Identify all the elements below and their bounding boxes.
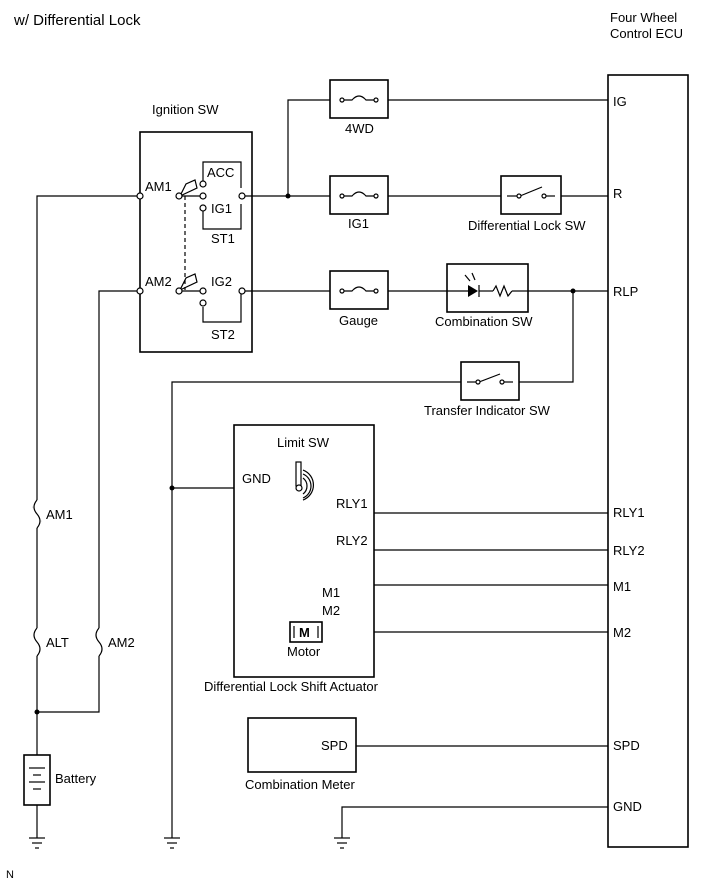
ecu-pin-rly2: RLY2 <box>613 543 645 558</box>
fuse-gauge <box>329 270 389 310</box>
resistor-icon <box>492 284 513 298</box>
differential-lock-switch <box>500 175 562 215</box>
ground-icon <box>334 837 350 849</box>
fuse-am2-label: AM2 <box>108 635 135 650</box>
ecu-pin-rlp: RLP <box>613 284 638 299</box>
fuse-am2-icon <box>95 627 103 657</box>
motor-symbol: M <box>299 625 310 640</box>
shift-actuator-label: Differential Lock Shift Actuator <box>204 679 379 694</box>
ignition-switch-contacts <box>178 161 242 323</box>
ecu-pin-m1: M1 <box>613 579 631 594</box>
ecu-pin-gnd: GND <box>613 799 642 814</box>
ignition-terminal-st1: ST1 <box>211 231 235 246</box>
ignition-switch-box <box>139 131 253 353</box>
actuator-rly1-label: RLY1 <box>336 496 368 511</box>
actuator-m1-label: M1 <box>322 585 340 600</box>
ecu-pin-rly1: RLY1 <box>613 505 645 520</box>
battery-icon <box>23 754 51 806</box>
combination-switch <box>446 263 529 313</box>
motor-label: Motor <box>287 644 321 659</box>
ecu-pin-spd: SPD <box>613 738 640 753</box>
ignition-switch-label: Ignition SW <box>152 102 219 117</box>
ignition-terminal-acc: ACC <box>207 165 234 180</box>
ecu-pin-r: R <box>613 186 622 201</box>
ground-icon <box>29 837 45 849</box>
ecu-name-line1: Four Wheel <box>610 10 677 25</box>
actuator-rly2-label: RLY2 <box>336 533 368 548</box>
motor-icon <box>289 621 323 643</box>
fuse-am1-label: AM1 <box>46 507 73 522</box>
combination-switch-label: Combination SW <box>435 314 533 329</box>
led-icon <box>468 285 478 297</box>
ecu-box <box>607 74 689 848</box>
fuse-alt-icon <box>33 627 41 657</box>
ignition-terminal-ig1: IG1 <box>211 201 232 216</box>
combination-meter-label: Combination Meter <box>245 777 355 792</box>
ignition-terminal-am1: AM1 <box>145 179 172 194</box>
limit-switch-label: Limit SW <box>277 435 330 450</box>
fuse-ig1-label: IG1 <box>348 216 369 231</box>
fuse-4wd <box>329 79 389 119</box>
ignition-terminal-st2: ST2 <box>211 327 235 342</box>
fuse-alt-label: ALT <box>46 635 69 650</box>
transfer-indicator-switch <box>460 361 520 401</box>
fuse-4wd-label: 4WD <box>345 121 374 136</box>
ecu-pin-m2: M2 <box>613 625 631 640</box>
ecu-pin-ig: IG <box>613 94 627 109</box>
actuator-gnd-label: GND <box>242 471 271 486</box>
fuse-ig1 <box>329 175 389 215</box>
footer-code: N <box>6 869 14 881</box>
ignition-terminal-ig2: IG2 <box>211 274 232 289</box>
transfer-indicator-switch-label: Transfer Indicator SW <box>424 403 551 418</box>
actuator-m2-label: M2 <box>322 603 340 618</box>
battery-label: Battery <box>55 771 97 786</box>
ecu-name-line2: Control ECU <box>610 26 683 41</box>
limit-switch-icon <box>295 461 315 501</box>
combination-meter-spd: SPD <box>321 738 348 753</box>
combination-meter-box <box>247 717 357 773</box>
differential-lock-switch-label: Differential Lock SW <box>468 218 586 233</box>
diagram-title: w/ Differential Lock <box>13 12 141 29</box>
ground-icon <box>164 837 180 849</box>
fuse-gauge-label: Gauge <box>339 313 378 328</box>
ignition-terminal-am2: AM2 <box>145 274 172 289</box>
